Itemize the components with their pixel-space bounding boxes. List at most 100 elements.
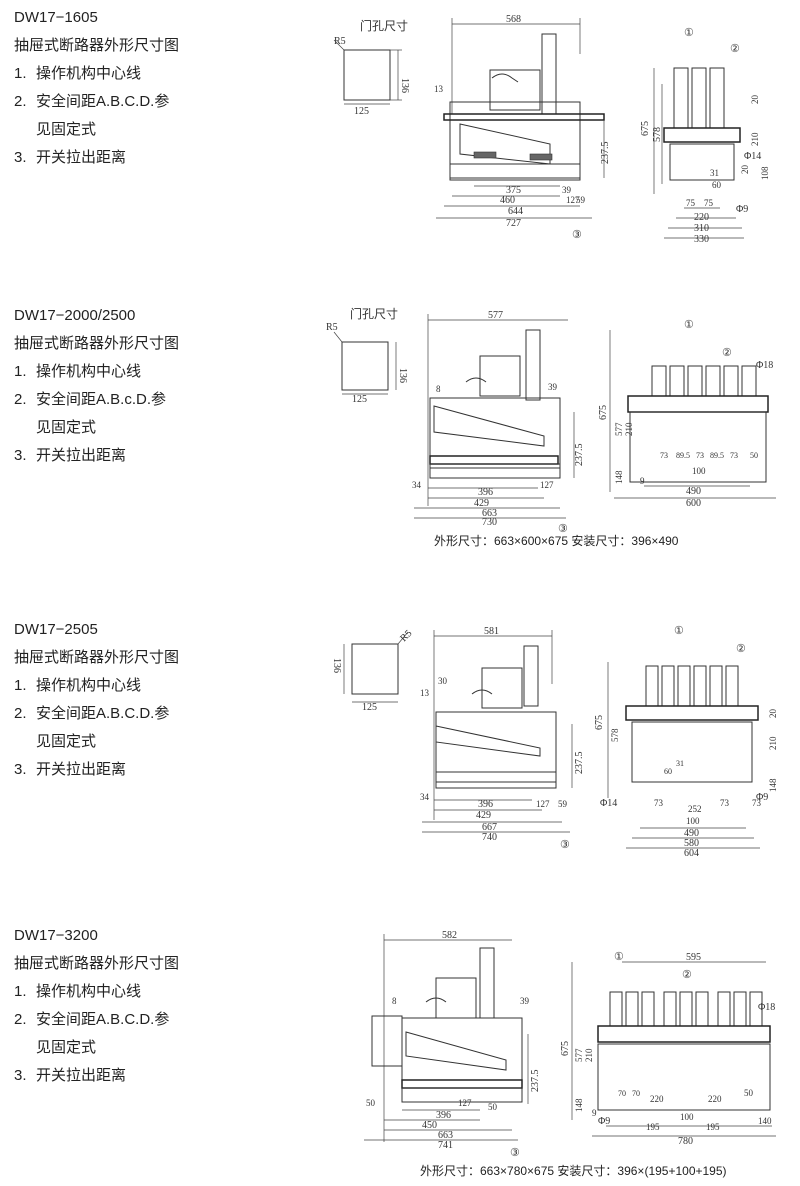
side-small-4: 50 [488,1102,498,1112]
front-small-4: 73 [720,798,730,808]
phi-label-1: Φ14 [744,151,761,162]
front-bot-1: 9 [592,1108,597,1118]
side-small-2: 127 [536,799,550,809]
callout-1: ① [674,625,684,637]
front-height-2: 577 [574,1048,584,1062]
note-item-continuation: 见固定式 [36,121,97,138]
side-width-top: 568 [506,14,521,25]
front-bot-5: 330 [694,234,709,245]
phi-label-1: Φ18 [758,1002,775,1013]
front-right-3: 148 [768,778,778,792]
note-item-continuation: 见固定式 [36,1039,97,1056]
side-dim-1: 396 [478,799,493,810]
side-small-2: 50 [366,1098,376,1108]
front-small-1: 100 [692,466,706,476]
door-width-label: 125 [354,106,369,117]
model-title: DW17−3200 [14,927,98,944]
door-height-label: 136 [397,368,408,383]
front-small-5: 252 [688,804,702,814]
side-view-drawing: 577 8 39 237.5 34 127 396 429 663 730 ③ [412,310,585,535]
radius-label: R5 [334,36,346,47]
front-width-top: 595 [686,952,701,963]
note-item: 2.安全间距A.B.C.D.参 [14,705,170,722]
section-dw17-3200: DW17−3200 抽屉式断路器外形尺寸图 1.操作机构中心线 2.安全间距A.… [0,924,800,1184]
front-view-drawing: ① ② 675 578 20 210 148 60 31 Φ14 Φ9 73 7… [594,625,778,859]
side-dim-2: 460 [500,195,515,206]
note-item: 1.操作机构中心线 [14,983,142,1000]
front-height-2: 577 [614,422,624,436]
front-height-1: 675 [640,121,651,136]
note-item: 3.开关拉出距离 [14,149,127,166]
front-height-2: 578 [652,127,663,142]
front-small-6: 73 [752,798,762,808]
front-right-2: 210 [750,132,760,146]
side-view-drawing: 568 13 237.5 375 460 644 727 39 127 59 ③ [434,14,611,241]
front-view-drawing: ① 595 ② Φ18 675 577 210 148 70 70 220 22… [560,951,776,1147]
front-right-3: 108 [760,166,770,180]
front-right-2: 210 [768,736,778,750]
front-small-3: 73 [654,798,664,808]
front-bot-4: 140 [758,1116,772,1126]
section-dw17-1605: DW17−1605 抽屉式断路器外形尺寸图 1.操作机构中心线 2.安全间距A.… [0,0,800,280]
section-dw17-2505: DW17−2505 抽屉式断路器外形尺寸图 1.操作机构中心线 2.安全间距A.… [0,614,800,864]
callout-1: ① [684,27,694,39]
side-left-dim: 13 [420,688,430,698]
side-dim-4: 740 [482,832,497,843]
front-height-1: 675 [560,1041,571,1056]
side-dim-2: 450 [422,1120,437,1131]
front-small-2: 60 [712,180,722,190]
note-item: 2.安全间距A.B.C.D.参 [14,93,170,110]
notes-list: 1.操作机构中心线 2.安全间距A.B.c.D.参 见固定式 3.开关拉出距离 [14,362,244,466]
phi-label-2: Φ9 [598,1116,610,1127]
door-cutout-label: 门孔尺寸 [360,18,408,33]
side-left-dim: 13 [434,84,444,94]
front-bot-1: 75 [686,198,696,208]
front-small-2: 70 [632,1089,640,1098]
side-dim-3: 663 [438,1130,453,1141]
note-item: 2.安全间距A.B.c.D.参 [14,391,167,408]
side-width-top: 582 [442,930,457,941]
side-left-dim: 8 [436,384,441,394]
section-dw17-2000-2500: DW17−2000/2500 抽屉式断路器外形尺寸图 1.操作机构中心线 2.安… [0,298,800,558]
section-subtitle: 抽屉式断路器外形尺寸图 [14,955,180,972]
callout-3: ③ [558,523,568,535]
side-vertical-dim: 237.5 [600,142,611,165]
callout-1: ① [684,319,694,331]
door-cutout-drawing: R5 136 125 [331,628,414,713]
dimensions-caption: 外形尺寸：663×600×675 安装尺寸：396×490 [434,534,679,548]
front-bot-3: 195 [706,1122,720,1132]
section-subtitle: 抽屉式断路器外形尺寸图 [14,649,180,666]
pole-row [651,365,757,397]
pole-row [609,991,763,1027]
side-view-drawing: 582 8 39 237.5 50 127 50 396 450 663 741… [364,930,541,1159]
notes-list: 1.操作机构中心线 2.安全间距A.B.C.D.参 见固定式 3.开关拉出距离 [14,676,244,780]
phi-label-2: Φ9 [756,792,768,803]
front-height-4: 148 [574,1098,584,1112]
door-width-label: 125 [352,394,367,405]
front-height-3: 210 [584,1048,594,1062]
front-view-drawing: ① ② Φ18 675 577 210 148 73 89.5 73 89.5 … [598,319,776,509]
front-small-1: 70 [618,1089,626,1098]
side-small-1: 39 [562,185,572,195]
notes-list: 1.操作机构中心线 2.安全间距A.B.C.D.参 见固定式 3.开关拉出距离 [14,64,244,168]
callout-3: ③ [572,229,582,241]
front-mid-1: 73 [660,451,668,460]
front-bot-4: 310 [694,223,709,234]
front-view-drawing: ① ② 675 578 20 210 108 20 Φ14 Φ9 31 60 7… [640,27,770,245]
callout-3: ③ [510,1147,520,1159]
side-dim-3: 663 [482,508,497,519]
front-height-4: 148 [614,470,624,484]
side-small-3: 59 [558,799,568,809]
side-small-1: 39 [520,996,530,1006]
section-subtitle: 抽屉式断路器外形尺寸图 [14,335,180,352]
note-item: 1.操作机构中心线 [14,65,142,82]
side-dim-4: 730 [482,517,497,528]
section-subtitle: 抽屉式断路器外形尺寸图 [14,37,180,54]
front-small-4: 220 [708,1094,722,1104]
phi-label-1: Φ14 [600,798,617,809]
note-item: 3.开关拉出距离 [14,761,127,778]
notes-block: DW17−2000/2500 抽屉式断路器外形尺寸图 1.操作机构中心线 2.安… [14,306,244,474]
side-width-top: 581 [484,626,499,637]
front-mid-2: 89.5 [676,451,690,460]
front-mid-5: 73 [730,451,738,460]
